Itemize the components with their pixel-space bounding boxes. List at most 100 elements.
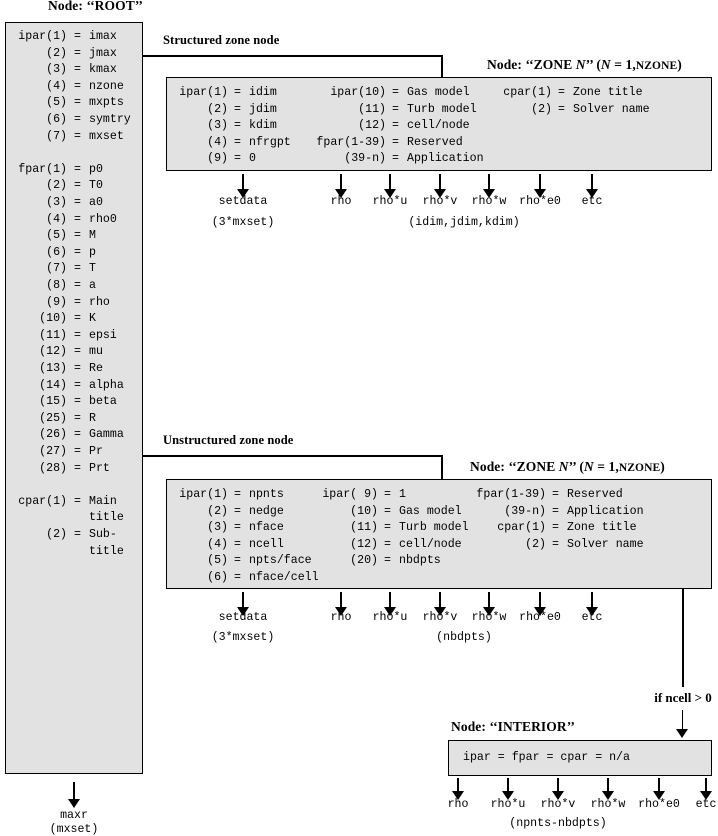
param-equals: =	[74, 411, 81, 425]
param-value: npts/face	[249, 554, 312, 568]
connector-unstructured-v	[441, 455, 443, 480]
param-value: imax	[89, 30, 117, 43]
param-equals: =	[74, 79, 81, 93]
interior-fields-count: (npnts-nbdpts)	[509, 817, 607, 830]
param-key: (10)	[39, 312, 67, 326]
structured-node-title-tail: = 1,	[610, 57, 636, 72]
param-key: (9)	[46, 295, 67, 309]
unstructured-node-title-var2: N	[583, 459, 594, 474]
param-equals: =	[384, 488, 391, 501]
param-key: fpar(1-39)	[476, 488, 546, 501]
param-value: title	[89, 511, 124, 525]
param-key: (26)	[39, 428, 67, 442]
param-key: (7)	[46, 129, 67, 143]
param-key: (3)	[207, 119, 228, 133]
unstructured-node-title: Node: ‘‘ZONE N’’ (N = 1,NZONE)	[470, 459, 665, 475]
root-output-label: maxr	[60, 809, 88, 822]
unstructured-node-title-pre: Node: ‘‘ZONE	[470, 459, 559, 474]
param-key: (12)	[39, 345, 67, 359]
output-label: rho*e0	[638, 798, 680, 811]
param-value: Zone title	[573, 86, 643, 99]
output-label: rho*u	[490, 798, 526, 811]
param-equals: =	[74, 312, 81, 326]
param-value: Gas model	[399, 504, 462, 518]
param-value: p0	[89, 162, 103, 176]
structured-fields-count: (idim,jdim,kdim)	[408, 216, 520, 229]
param-value: T	[89, 262, 96, 276]
param-key: (3)	[207, 521, 228, 535]
param-value: Solver name	[573, 102, 650, 116]
param-value: epsi	[89, 328, 117, 342]
param-value: nedge	[249, 504, 284, 518]
param-equals: =	[74, 229, 81, 243]
param-equals: =	[234, 86, 241, 99]
param-value: a0	[89, 196, 103, 209]
param-value: 1	[399, 488, 406, 501]
param-value: beta	[89, 395, 117, 409]
unstructured-node-title-close: )	[660, 459, 665, 474]
param-value: K	[89, 312, 96, 326]
output-arrow	[451, 778, 465, 800]
param-key: (7)	[46, 262, 67, 276]
param-key: (39-n)	[504, 504, 546, 518]
connector-unstructured-h2	[162, 455, 442, 457]
output-arrow	[501, 778, 515, 800]
unstructured-node-title-var: N	[558, 459, 569, 474]
structured-node-title-pre: Node: ‘‘ZONE	[487, 57, 576, 72]
param-value: jdim	[249, 102, 277, 116]
param-key: (6)	[207, 571, 228, 584]
param-equals: =	[384, 554, 391, 568]
param-value: rho0	[89, 212, 117, 226]
interior-node-title: Node: ‘‘INTERIOR’’	[451, 719, 575, 734]
param-equals: =	[234, 119, 241, 133]
param-value: nface/cell	[249, 571, 319, 584]
param-value: title	[89, 544, 124, 558]
output-label: etc	[581, 195, 603, 208]
param-key: (27)	[39, 445, 67, 458]
param-equals: =	[234, 571, 241, 584]
structured-node-title: Node: ‘‘ZONE N’’ (N = 1,NZONE)	[487, 57, 682, 73]
output-arrow	[383, 174, 397, 198]
connector-structured-v	[441, 55, 443, 78]
structured-zone-box	[166, 77, 712, 171]
output-arrow	[433, 174, 447, 198]
param-equals: =	[234, 152, 241, 166]
param-key: (5)	[207, 554, 228, 568]
param-key: (14)	[39, 378, 67, 392]
connector-interior-v	[682, 589, 684, 687]
output-arrow	[482, 592, 496, 616]
param-equals: =	[558, 86, 565, 99]
param-value: Pr	[89, 445, 103, 458]
param-equals: =	[234, 135, 241, 149]
connector-structured-h2	[162, 55, 442, 57]
param-equals: =	[552, 504, 559, 518]
output-arrow	[585, 174, 599, 198]
unstructured-zone-params: ipar(1)=npnts(2)=nedge(3)=nface(4)=ncell…	[166, 479, 712, 589]
param-value: Gas model	[407, 86, 470, 99]
unstructured-setdata-count: (3*mxset)	[211, 631, 275, 644]
structured-node-title-nzone: NZONE	[635, 60, 678, 72]
output-arrow	[433, 592, 447, 616]
unstructured-node-title-tail: = 1,	[593, 459, 619, 474]
param-key: cpar(1)	[497, 521, 546, 535]
param-key: (11)	[39, 328, 67, 342]
unstructured-fields-count: (nbdpts)	[436, 631, 492, 644]
output-label: rho*u	[372, 195, 408, 208]
param-value: Re	[89, 362, 103, 375]
param-value: R	[89, 411, 96, 425]
param-key: (2)	[207, 102, 228, 116]
param-value: mu	[89, 345, 103, 359]
output-label: rho	[330, 611, 352, 624]
param-value: Reserved	[407, 135, 463, 149]
output-arrow	[236, 592, 250, 616]
param-equals: =	[392, 86, 399, 99]
param-key: ipar(1)	[179, 86, 228, 99]
param-key: (15)	[39, 395, 67, 409]
output-label: etc	[581, 611, 603, 624]
param-equals: =	[74, 212, 81, 226]
param-equals: =	[74, 279, 81, 292]
param-equals: =	[74, 445, 81, 458]
param-value: ncell	[249, 537, 284, 551]
unstructured-connector-label: Unstructured zone node	[163, 433, 294, 447]
param-equals: =	[74, 113, 81, 126]
